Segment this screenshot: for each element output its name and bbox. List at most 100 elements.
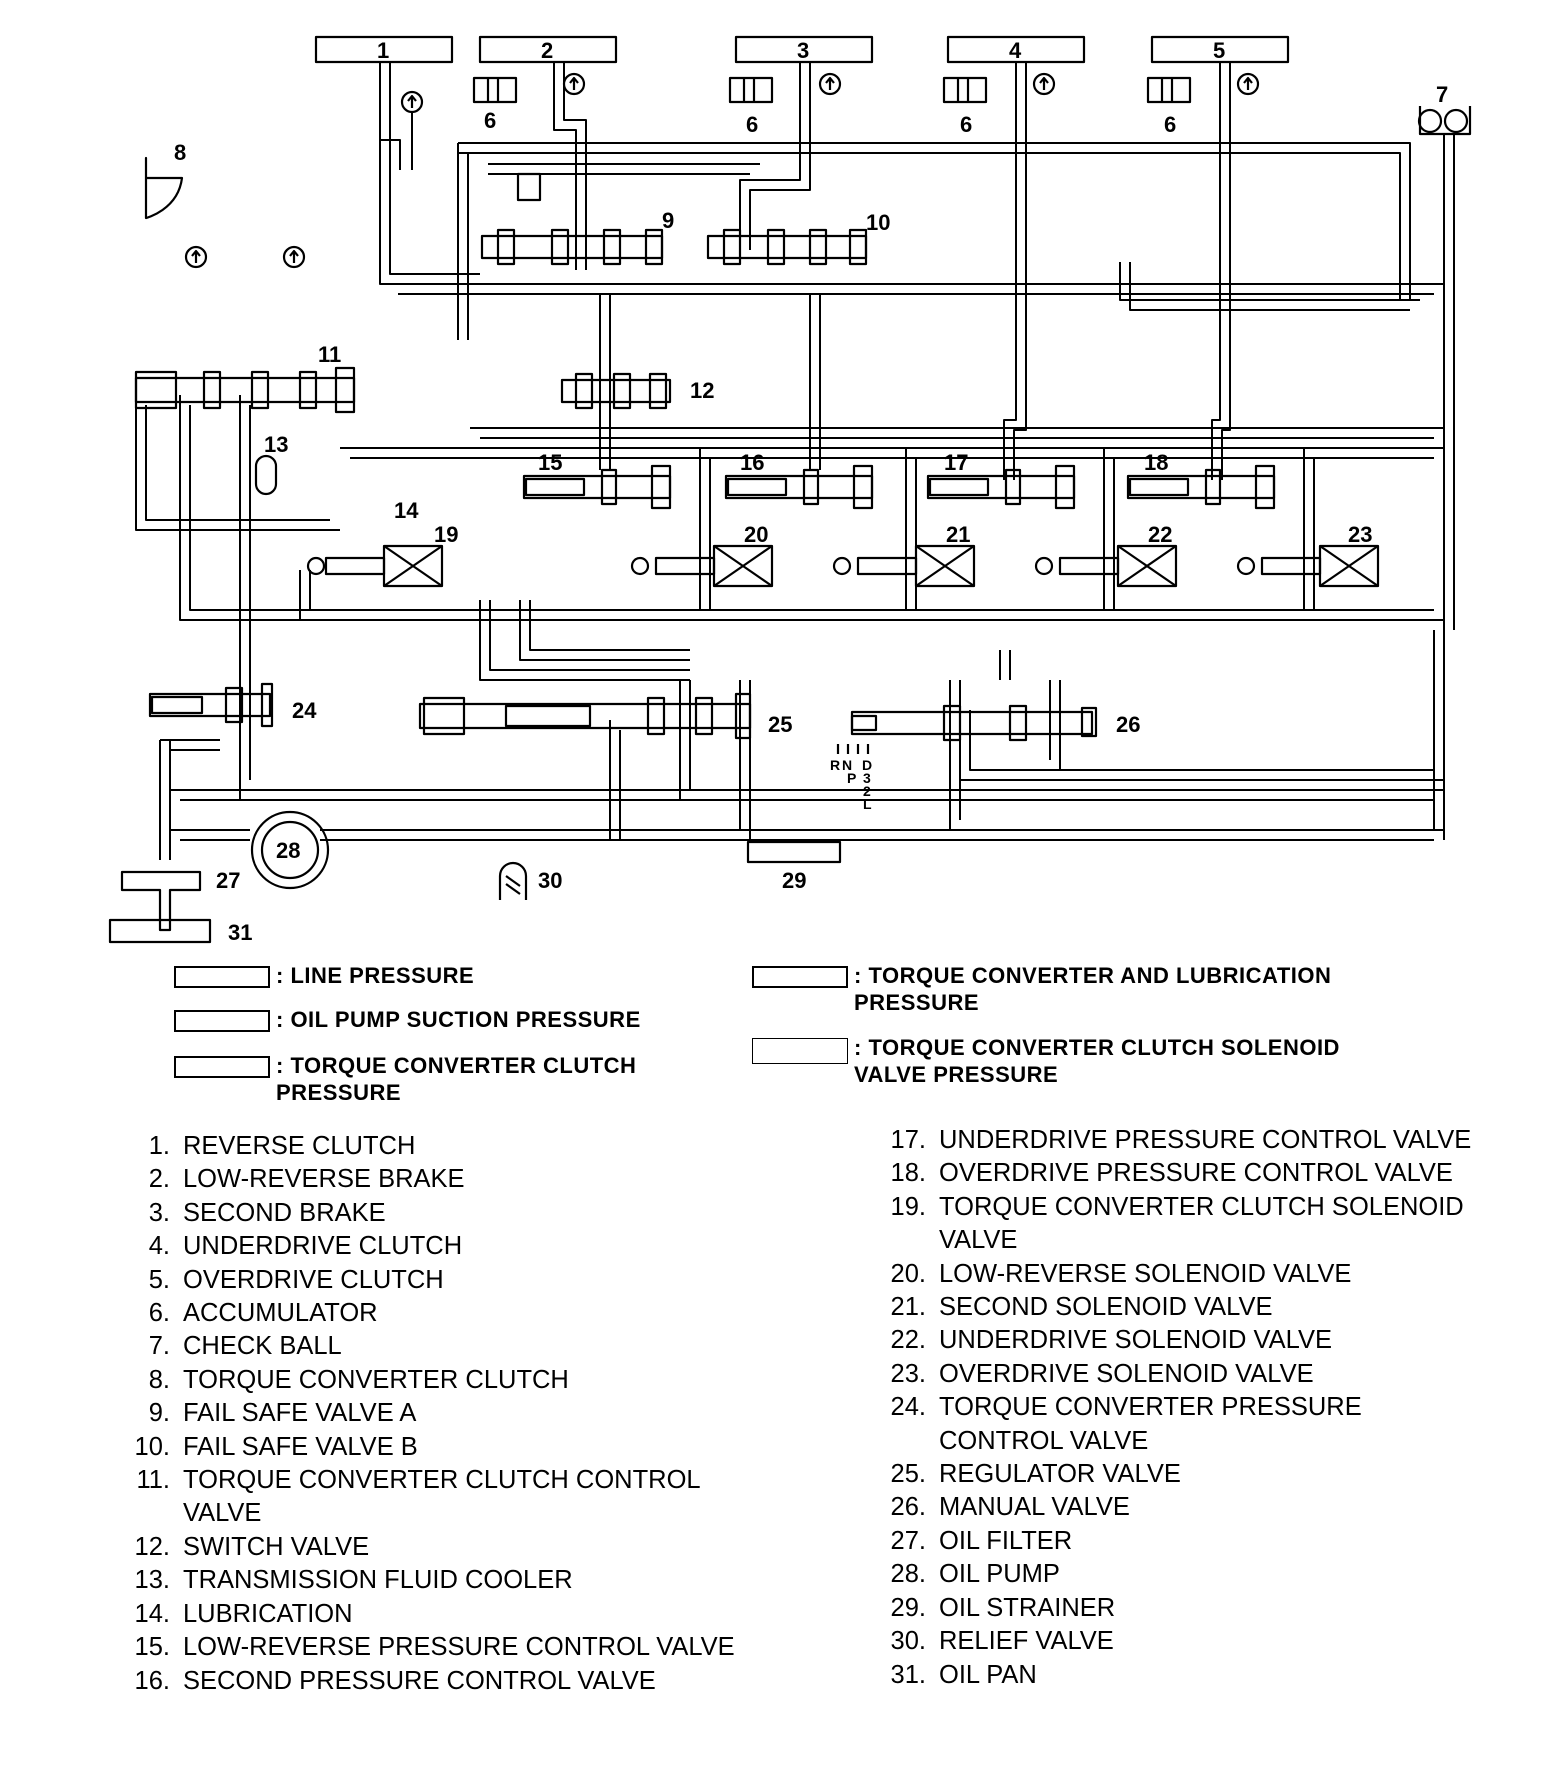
callout-4: 4	[1009, 38, 1022, 63]
list-item: 30.RELIEF VALVE	[890, 1627, 1114, 1656]
callout-6a: 6	[484, 108, 496, 133]
callout-17: 17	[944, 450, 968, 475]
list-item: 10.FAIL SAFE VALVE B	[134, 1432, 418, 1461]
shift-3: 3	[863, 770, 871, 786]
accumulators	[472, 76, 1192, 104]
pressure-gauge-icon	[562, 72, 586, 96]
callout-9: 9	[662, 208, 674, 233]
pressure-gauge-icon	[400, 90, 424, 114]
list-item: 13.TRANSMISSION FLUID COOLER	[134, 1566, 573, 1595]
callout-24: 24	[292, 698, 317, 723]
pressure-gauge-icon	[1236, 72, 1260, 96]
list-item: 17.UNDERDRIVE PRESSURE CONTROL VALVE	[890, 1126, 1472, 1154]
low-reverse-brake-box	[478, 35, 618, 64]
reverse-clutch-box	[314, 35, 454, 64]
check-ball-7	[1417, 106, 1472, 136]
solenoid-valve-icon	[1034, 544, 1178, 588]
list-item: 8.TORQUE CONVERTER CLUTCH	[148, 1365, 569, 1394]
list-item: 28.OIL PUMP	[890, 1560, 1060, 1589]
spool-valves	[134, 172, 1276, 742]
switch-valve	[560, 372, 672, 410]
hydraulic-circuit-diagram: 1 2 3 4 5 6 6 6 6 7 8 9 10 11 12 13 14 1…	[108, 35, 1500, 950]
shift-r: R	[830, 757, 840, 773]
torque-converter-clutch	[144, 156, 184, 220]
relief-valve	[498, 861, 528, 900]
pressure-gauge-icon	[1032, 72, 1056, 96]
oil-filter	[120, 870, 202, 932]
list-item: 29.OIL STRAINER	[890, 1593, 1116, 1622]
shift-n: N	[842, 757, 852, 773]
shift-p: P	[847, 770, 856, 786]
list-item: 14.LUBRICATION	[134, 1599, 353, 1628]
callout-20: 20	[744, 522, 768, 547]
list-item: 4.UNDERDRIVE CLUTCH	[148, 1232, 463, 1261]
callout-12: 12	[690, 378, 714, 403]
list-item: 6.ACCUMULATOR	[148, 1299, 378, 1328]
shift-l: L	[863, 796, 872, 812]
regulator-valve	[418, 692, 752, 740]
list-item: 1.REVERSE CLUTCH	[148, 1132, 416, 1160]
accumulator-icon	[942, 76, 988, 104]
callout-22: 22	[1148, 522, 1172, 547]
callout-16: 16	[740, 450, 764, 475]
solenoid-valve-icon	[832, 544, 976, 588]
low-reverse-pcv	[522, 464, 672, 510]
list-item: 19.TORQUE CONVERTER CLUTCH SOLENOID VALV…	[890, 1192, 1464, 1255]
list-item: 11.TORQUE CONVERTER CLUTCH CONTROL VALVE	[136, 1466, 700, 1528]
pressure-gauge-icon	[818, 72, 842, 96]
callout-23: 23	[1348, 522, 1372, 547]
pressure-gauge-icon	[184, 245, 208, 269]
callout-28: 28	[276, 838, 300, 863]
legend-swatch	[752, 966, 848, 988]
solenoid-valve-icon	[630, 544, 774, 588]
shift-2: 2	[863, 783, 871, 799]
accumulator-icon	[1146, 76, 1192, 104]
fluid-cooler	[254, 454, 278, 496]
solenoid-valve-icon	[1236, 544, 1380, 588]
fail-safe-valve-a	[480, 172, 664, 266]
shift-d: D	[862, 757, 872, 773]
accumulator-icon	[472, 76, 518, 104]
callout-6c: 6	[960, 112, 972, 137]
callout-5: 5	[1213, 38, 1225, 63]
callout-1: 1	[377, 38, 389, 63]
list-item: 22.UNDERDRIVE SOLENOID VALVE	[890, 1326, 1332, 1355]
callout-15: 15	[538, 450, 562, 475]
oil-strainer	[746, 840, 842, 864]
legend-swatch	[752, 1038, 848, 1064]
list-item: 26.MANUAL VALVE	[890, 1493, 1130, 1522]
callout-14: 14	[394, 498, 419, 523]
legend-swatch	[174, 966, 270, 988]
pressure-gauge-icon	[282, 245, 306, 269]
tcc-control-valve	[134, 366, 356, 414]
solenoid-valve-icon	[306, 544, 444, 588]
callout-2: 2	[541, 38, 553, 63]
list-item: 7.CHECK BALL	[148, 1332, 342, 1361]
tc-pressure-control-valve	[148, 682, 274, 728]
list-item: 20.LOW-REVERSE SOLENOID VALVE	[890, 1259, 1352, 1288]
legend-text: : TORQUE CONVERTER AND LUBRICATION PRESS…	[854, 963, 1332, 1015]
callout-6d: 6	[1164, 112, 1176, 137]
hydraulic-passages	[135, 62, 1455, 860]
list-item: 3.SECOND BRAKE	[148, 1198, 386, 1227]
pressure-gauges	[184, 72, 1260, 269]
callout-27: 27	[216, 868, 240, 893]
list-item: 9.FAIL SAFE VALVE A	[148, 1399, 417, 1428]
second-pcv	[724, 464, 874, 510]
callout-labels: 1 2 3 4 5 6 6 6 6 7 8 9 10 11 12 13 14 1…	[174, 38, 1500, 950]
list-item: 27.OIL FILTER	[890, 1526, 1073, 1555]
oil-pump-outer	[250, 810, 330, 890]
callout-29: 29	[782, 868, 806, 893]
legend-text: : OIL PUMP SUCTION PRESSURE	[276, 1007, 641, 1032]
list-item: 16.SECOND PRESSURE CONTROL VALVE	[134, 1666, 656, 1695]
figure-id: AC302885AB	[1400, 949, 1500, 950]
callout-21: 21	[946, 522, 970, 547]
callout-25: 25	[768, 712, 792, 737]
callout-19: 19	[434, 522, 458, 547]
legend-text: : TORQUE CONVERTER CLUTCH SOLENOID VALVE…	[854, 1035, 1340, 1087]
shift-markers	[836, 744, 870, 754]
list-item: 25.REGULATOR VALVE	[890, 1460, 1181, 1489]
list-item: 31.OIL PAN	[890, 1660, 1037, 1689]
overdrive-pcv	[1126, 464, 1276, 510]
callout-11: 11	[318, 342, 341, 367]
